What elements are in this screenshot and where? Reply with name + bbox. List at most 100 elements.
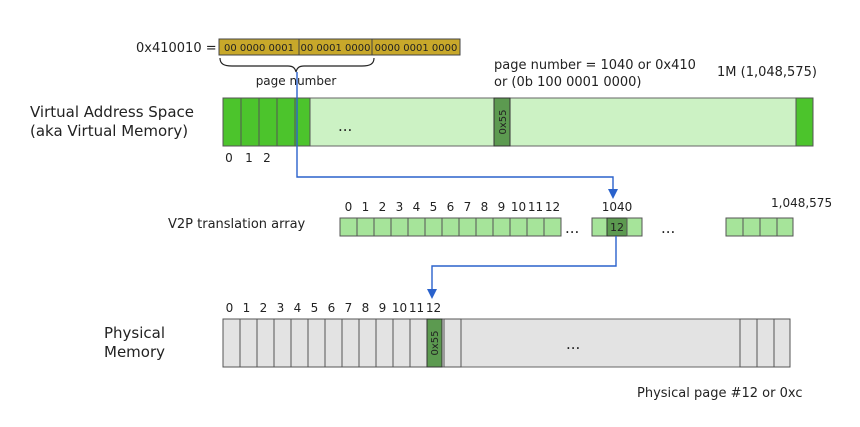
physical-page-7	[341, 318, 360, 368]
virtual-index-1: 1	[245, 151, 253, 165]
v2p-cell-4	[407, 217, 426, 237]
page-number-brace-label: page number	[256, 74, 337, 88]
physical-index-0: 0	[226, 301, 234, 315]
virtual-page-2	[258, 97, 278, 147]
v2p-title: V2P translation array	[168, 217, 306, 232]
virtual-max-label: 1M (1,048,575)	[717, 65, 817, 80]
physical-page-3	[273, 318, 292, 368]
virtual-index-0: 0	[225, 151, 233, 165]
v2p-index-7: 7	[464, 200, 472, 214]
physical-index-2: 2	[260, 301, 268, 315]
physical-page-1	[239, 318, 258, 368]
v2p-array-tail	[725, 217, 794, 237]
virtual-page-0	[222, 97, 242, 147]
virtual-page-4	[294, 97, 311, 147]
virtual-memory-bar: 0x55	[222, 97, 814, 147]
v2p-cell-5	[424, 217, 443, 237]
physical-index-8: 8	[362, 301, 370, 315]
physical-index-9: 9	[379, 301, 387, 315]
physical-page-9	[375, 318, 394, 368]
v2p-cell-10	[509, 217, 528, 237]
v2p-cell-2	[373, 217, 392, 237]
physical-index-3: 3	[277, 301, 285, 315]
translation-arrow	[427, 236, 617, 299]
v2p-entry-value: 12	[610, 221, 624, 234]
virtual-page-1	[240, 97, 260, 147]
v2p-index-11: 11	[528, 200, 543, 214]
v2p-cell-7	[458, 217, 477, 237]
v2p-cell-12	[543, 217, 562, 237]
v2p-index-3: 3	[396, 200, 404, 214]
virtual-page-last	[795, 97, 814, 147]
v2p-array	[339, 217, 562, 237]
virtual-ellipsis: ...	[338, 117, 352, 135]
v2p-index-1: 1	[362, 200, 370, 214]
physical-index-5: 5	[311, 301, 319, 315]
physical-pages	[222, 318, 462, 368]
virtual-page-3	[276, 97, 296, 147]
v2p-index-9: 9	[498, 200, 506, 214]
v2p-index-5: 5	[430, 200, 438, 214]
v2p-index-6: 6	[447, 200, 455, 214]
physical-title-line1: Physical	[104, 324, 165, 342]
v2p-cell-1	[356, 217, 375, 237]
physical-page-8	[358, 318, 377, 368]
physical-index-1: 1	[243, 301, 251, 315]
physical-page-12	[426, 318, 443, 368]
physical-title-line2: Memory	[104, 343, 165, 361]
physical-page-13	[443, 318, 462, 368]
page-number-brace	[219, 57, 375, 73]
physical-index-7: 7	[345, 301, 353, 315]
physical-page-4	[290, 318, 309, 368]
physical-page-5	[307, 318, 326, 368]
physical-caption: Physical page #12 or 0xc	[637, 386, 803, 401]
v2p-cell-8	[475, 217, 494, 237]
v2p-index-0: 0	[345, 200, 353, 214]
page-number-arrow	[296, 72, 618, 199]
virtual-title-line1: Virtual Address Space	[30, 103, 194, 121]
page-number-note-line1: page number = 1040 or 0x410	[494, 58, 696, 73]
page-number-note-line2: or (0b 100 0001 0000)	[494, 75, 641, 90]
v2p-cell-6	[441, 217, 460, 237]
physical-pages-tail	[739, 318, 791, 368]
virtual-page-1040	[493, 97, 511, 147]
physical-page-10	[392, 318, 411, 368]
v2p-cell-1039	[591, 217, 608, 237]
v2p-last-index: 1,048,575	[771, 196, 832, 210]
v2p-cell-1041	[626, 217, 643, 237]
physical-page-11	[409, 318, 428, 368]
address-segment-1: 00 0000 0001	[224, 43, 294, 54]
physical-ellipsis: ...	[566, 335, 580, 353]
virtual-cell-label: 0x55	[498, 109, 509, 134]
address-box: 00 0000 0001 00 0001 0000 0000 0001 0000	[218, 38, 461, 56]
v2p-index-10: 10	[511, 200, 526, 214]
virtual-index-2: 2	[263, 151, 271, 165]
v2p-index-12: 12	[545, 200, 560, 214]
address-segment-3: 0000 0001 0000	[375, 43, 458, 54]
v2p-ellipsis-2: ...	[661, 219, 675, 237]
physical-index-6: 6	[328, 301, 336, 315]
v2p-index-2: 2	[379, 200, 387, 214]
v2p-entry-index: 1040	[602, 200, 633, 214]
v2p-cell-0	[339, 217, 358, 237]
physical-index-12: 12	[426, 301, 441, 315]
address-segment-2: 00 0001 0000	[301, 43, 371, 54]
v2p-cell-11	[526, 217, 545, 237]
physical-index-10: 10	[392, 301, 407, 315]
address-label: 0x410010 =	[136, 41, 217, 56]
physical-page-2	[256, 318, 275, 368]
physical-index-11: 11	[409, 301, 424, 315]
physical-index-4: 4	[294, 301, 302, 315]
physical-cell-label: 0x55	[430, 330, 441, 355]
v2p-index-8: 8	[481, 200, 489, 214]
physical-page-0	[222, 318, 241, 368]
v2p-index-4: 4	[413, 200, 421, 214]
physical-page-6	[324, 318, 343, 368]
virtual-title-line2: (aka Virtual Memory)	[30, 122, 188, 140]
v2p-cell-9	[492, 217, 511, 237]
v2p-ellipsis-1: ...	[565, 219, 579, 237]
v2p-cell-3	[390, 217, 409, 237]
